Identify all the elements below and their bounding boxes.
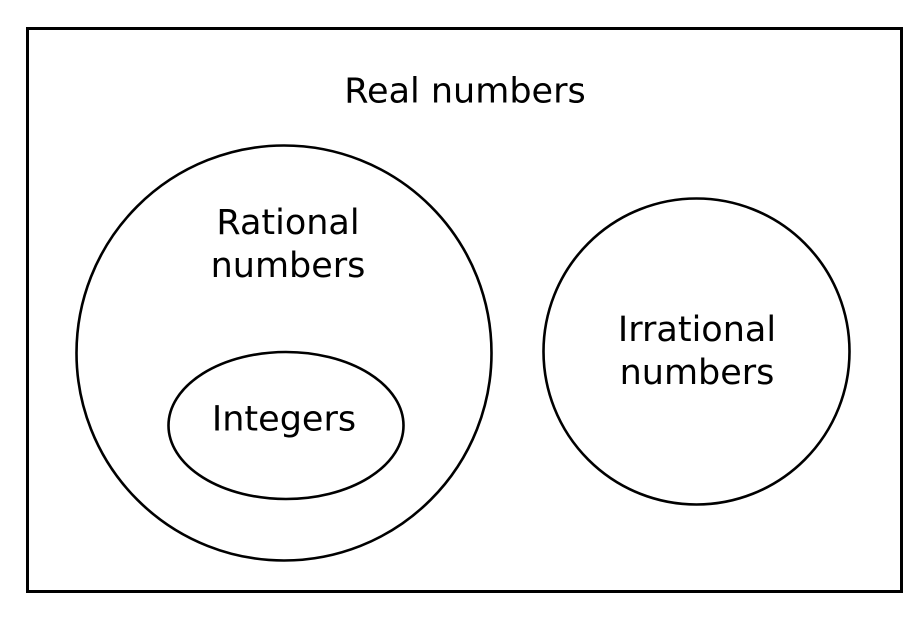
integers-ellipse [167, 350, 405, 501]
irrational-numbers-circle [542, 197, 851, 506]
real-numbers-boundary [26, 27, 903, 593]
rational-numbers-label-line1: Rational [216, 203, 360, 243]
irrational-numbers-label-line2: numbers [619, 353, 775, 393]
irrational-numbers-label: Irrational numbers [618, 309, 776, 395]
real-numbers-label-text: Real numbers [344, 71, 586, 112]
real-numbers-label: Real numbers [344, 71, 585, 114]
irrational-numbers-label-line1: Irrational [617, 310, 777, 350]
integers-label-text: Integers [211, 399, 357, 440]
rational-numbers-circle [75, 144, 493, 562]
rational-numbers-label: Rational numbers [211, 202, 366, 288]
integers-label: Integers [212, 399, 356, 442]
rational-numbers-label-line2: numbers [210, 246, 366, 286]
